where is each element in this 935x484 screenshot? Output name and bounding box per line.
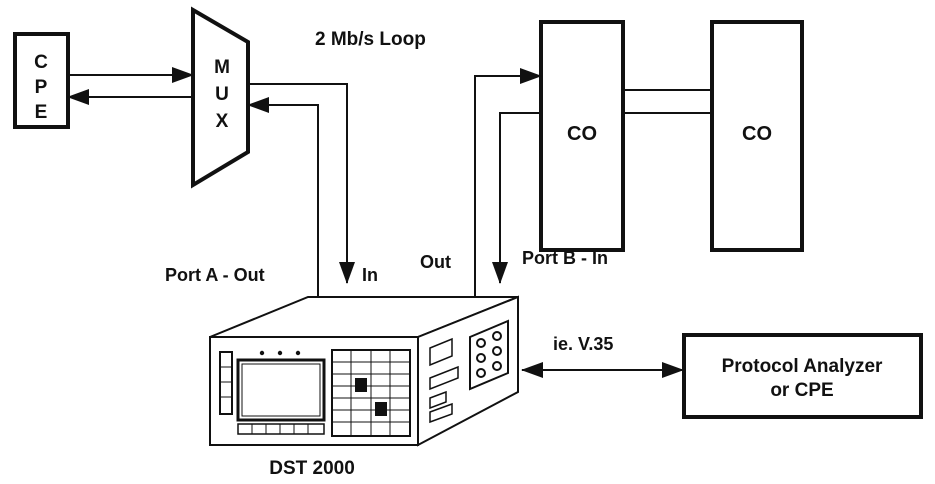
analyzer-label-line2: or CPE [770, 380, 833, 401]
port-a-out-line [247, 97, 319, 297]
port-b-out-line [474, 68, 542, 297]
mux-letter: X [216, 111, 229, 132]
loop-label: 2 Mb/s Loop [315, 29, 426, 50]
port-a-out-label: Port A - Out [165, 265, 265, 285]
co-box-left [539, 20, 625, 252]
dst-2000-device [209, 295, 519, 447]
cpe-letter: C [34, 52, 48, 73]
protocol-analyzer-box [682, 333, 923, 419]
out-label: Out [420, 252, 451, 272]
cpe-letter: P [35, 77, 48, 98]
in-label: In [362, 265, 378, 285]
mux-block: M U X [191, 6, 250, 189]
co-right-label: CO [742, 123, 772, 145]
port-a-in-line [248, 83, 355, 284]
cpe-letter: E [35, 102, 48, 123]
mux-letter: U [215, 84, 229, 105]
co-left-label: CO [567, 123, 597, 145]
analyzer-label-line1: Protocol Analyzer [722, 356, 883, 377]
mux-letter: M [214, 57, 230, 78]
interface-label: ie. V.35 [553, 334, 613, 354]
port-b-in-label: Port B - In [522, 248, 608, 268]
device-label: DST 2000 [269, 458, 355, 479]
co-box-right [710, 20, 804, 252]
port-b-in-line [492, 112, 541, 284]
cpe-box: C P E [13, 32, 70, 129]
